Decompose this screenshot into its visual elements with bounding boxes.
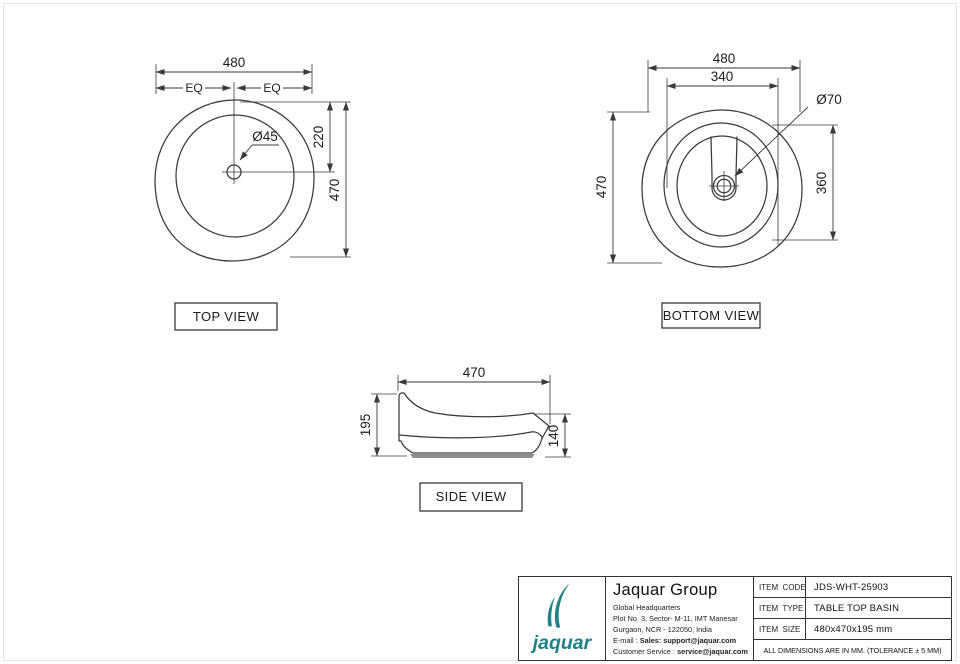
jaquar-leaf-icon xyxy=(547,582,570,628)
item-type-value: TABLE TOP BASIN xyxy=(814,602,900,614)
item-info-table: ITEM CODE JDS-WHT-25903 ITEM TYPE TABLE … xyxy=(754,577,951,660)
company-name: Jaquar Group xyxy=(613,581,718,599)
bottom-view-label: BOTTOM VIEW xyxy=(663,308,760,323)
bottom-view: 480 340 Ø70 470 360 BOTTOM VIEW xyxy=(594,51,842,329)
company-service: Customer Service : service@jaquar.com xyxy=(613,646,748,656)
item-type-label: ITEM TYPE xyxy=(754,598,806,618)
eq-right-dim: EQ xyxy=(263,81,280,95)
bottom-view-inner-ring xyxy=(676,135,768,237)
eq-left-dim: EQ xyxy=(185,81,202,95)
bottom-drain-dim: Ø70 xyxy=(816,92,842,107)
top-view: 480 EQ EQ Ø45 220 470 TOP VIEW xyxy=(154,55,351,331)
top-view-outer-rim xyxy=(154,99,315,262)
item-code-label: ITEM CODE xyxy=(754,577,806,597)
side-view-base xyxy=(410,454,535,458)
bottom-inner-height-dim: 360 xyxy=(814,172,829,195)
side-view-rim-line xyxy=(399,431,543,439)
table-row: ITEM SIZE 480x470x195 mm xyxy=(754,619,951,640)
side-view-profile xyxy=(398,392,550,454)
bottom-height-dim: 470 xyxy=(594,176,609,199)
company-cell: Jaquar Group Global Headquarters Plot No… xyxy=(606,577,754,660)
top-height-dim: 470 xyxy=(327,179,342,202)
side-rear-height-dim: 195 xyxy=(358,414,373,437)
side-view-label: SIDE VIEW xyxy=(436,489,507,504)
top-view-inner-bowl xyxy=(175,114,295,238)
bottom-view-outer-rim xyxy=(641,109,803,268)
item-code-value: JDS-WHT-25903 xyxy=(814,581,889,593)
item-size-label: ITEM SIZE xyxy=(754,619,806,639)
side-view-label-box xyxy=(419,482,523,512)
bottom-view-label-box xyxy=(661,302,761,329)
top-width-dim: 480 xyxy=(223,55,246,70)
jaquar-wordmark: jaquar xyxy=(530,632,593,654)
table-row: ITEM TYPE TABLE TOP BASIN xyxy=(754,598,951,619)
company-address-1: Plot No. 3, Sector- M-11, IMT Manesar xyxy=(613,613,738,623)
top-view-label-box xyxy=(174,302,278,331)
tolerance-note: ALL DIMENSIONS ARE IN MM. (TOLERANCE ± 5… xyxy=(763,645,942,655)
top-view-label: TOP VIEW xyxy=(193,309,260,324)
company-address-2: Gurgaon, NCR - 122050, India xyxy=(613,624,712,634)
company-hq: Global Headquarters xyxy=(613,603,681,612)
top-drain-dim: Ø45 xyxy=(252,129,278,144)
table-row: ITEM CODE JDS-WHT-25903 xyxy=(754,577,951,598)
side-front-height-dim: 140 xyxy=(546,425,561,448)
side-width-dim: 470 xyxy=(463,365,486,380)
bottom-inner-width-dim: 340 xyxy=(711,69,734,84)
title-block: jaquar Jaquar Group Global Headquarters … xyxy=(518,576,952,661)
top-offset-dim: 220 xyxy=(311,126,326,149)
bottom-width-dim: 480 xyxy=(713,51,736,66)
top-view-drain-hole xyxy=(226,164,242,180)
logo-cell: jaquar xyxy=(519,577,606,660)
side-view: 470 195 140 SIDE VIEW xyxy=(358,365,571,512)
company-email: E-mail : Sales: support@jaquar.com xyxy=(613,635,737,645)
jaquar-logo: jaquar xyxy=(530,582,593,654)
bottom-view-middle-ring xyxy=(663,122,779,248)
item-size-value: 480x470x195 mm xyxy=(814,623,893,635)
